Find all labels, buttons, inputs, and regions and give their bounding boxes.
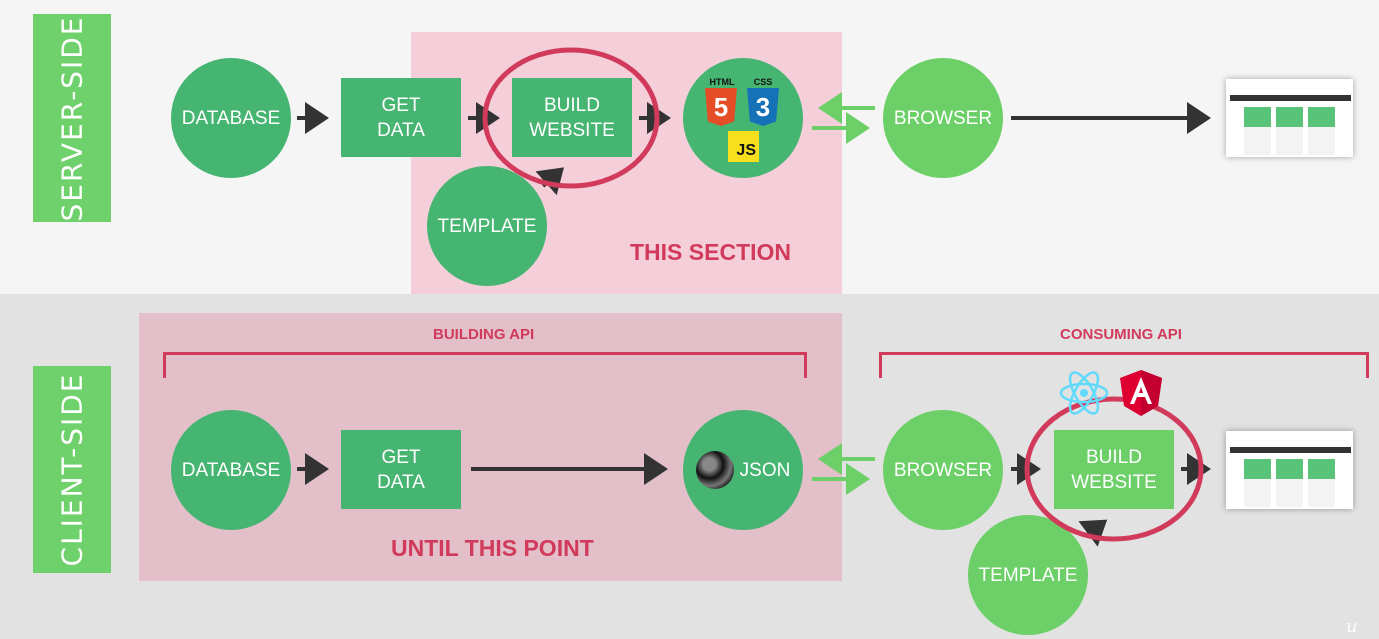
css-badge-label: CSS xyxy=(753,77,773,87)
server-build-website-node: BUILD WEBSITE xyxy=(512,78,632,157)
client-build-highlight-circle xyxy=(1024,396,1204,542)
server-website-thumbnail xyxy=(1226,79,1353,157)
building-api-bracket xyxy=(163,352,807,378)
client-side-label: CLIENT-SIDE xyxy=(33,366,111,573)
html5-icon: 5 xyxy=(705,88,737,126)
client-get-data-label: GET DATA xyxy=(377,446,425,493)
this-section-caption: THIS SECTION xyxy=(630,239,792,265)
server-template-node: TEMPLATE xyxy=(427,166,547,286)
server-browser-label: BROWSER xyxy=(893,107,993,129)
server-build-highlight-circle xyxy=(482,47,660,189)
server-get-data-label: GET DATA xyxy=(377,94,425,141)
angular-icon xyxy=(1120,370,1162,416)
react-icon xyxy=(1059,371,1109,415)
json-label: JSON xyxy=(739,459,791,481)
until-this-point-caption: UNTIL THIS POINT xyxy=(391,535,594,561)
client-browser-label: BROWSER xyxy=(893,459,993,481)
json-icon xyxy=(695,451,734,489)
css3-number: 3 xyxy=(755,91,771,122)
client-arrow-template-to-build xyxy=(1078,519,1108,547)
client-build-website-node: BUILD WEBSITE xyxy=(1054,430,1174,509)
server-database-node: DATABASE xyxy=(171,58,291,178)
client-build-website-label: BUILD WEBSITE xyxy=(1071,446,1157,493)
consuming-api-label: CONSUMING API xyxy=(1060,326,1182,343)
html5-number: 5 xyxy=(713,91,729,122)
server-side-label: SERVER-SIDE xyxy=(33,14,111,222)
client-database-label: DATABASE xyxy=(181,459,281,481)
building-api-label: BUILDING API xyxy=(433,326,535,343)
server-build-website-label: BUILD WEBSITE xyxy=(529,94,615,141)
client-browser-node: BROWSER xyxy=(883,410,1003,530)
watermark-logo: u xyxy=(1346,616,1358,637)
client-website-thumbnail xyxy=(1226,431,1353,509)
server-get-data-node: GET DATA xyxy=(341,78,461,157)
html-badge-label: HTML xyxy=(709,77,735,87)
client-get-data-node: GET DATA xyxy=(341,430,461,509)
css3-icon: 3 xyxy=(747,88,779,126)
javascript-label: JS xyxy=(736,142,756,159)
client-template-node: TEMPLATE xyxy=(968,515,1088,635)
server-browser-node: BROWSER xyxy=(883,58,1003,178)
server-database-label: DATABASE xyxy=(181,107,281,129)
client-database-node: DATABASE xyxy=(171,410,291,530)
json-node: JSON xyxy=(683,410,803,530)
javascript-icon: JS xyxy=(728,131,759,162)
server-template-label: TEMPLATE xyxy=(437,215,537,237)
client-template-label: TEMPLATE xyxy=(978,564,1078,586)
consuming-api-bracket xyxy=(879,352,1369,378)
